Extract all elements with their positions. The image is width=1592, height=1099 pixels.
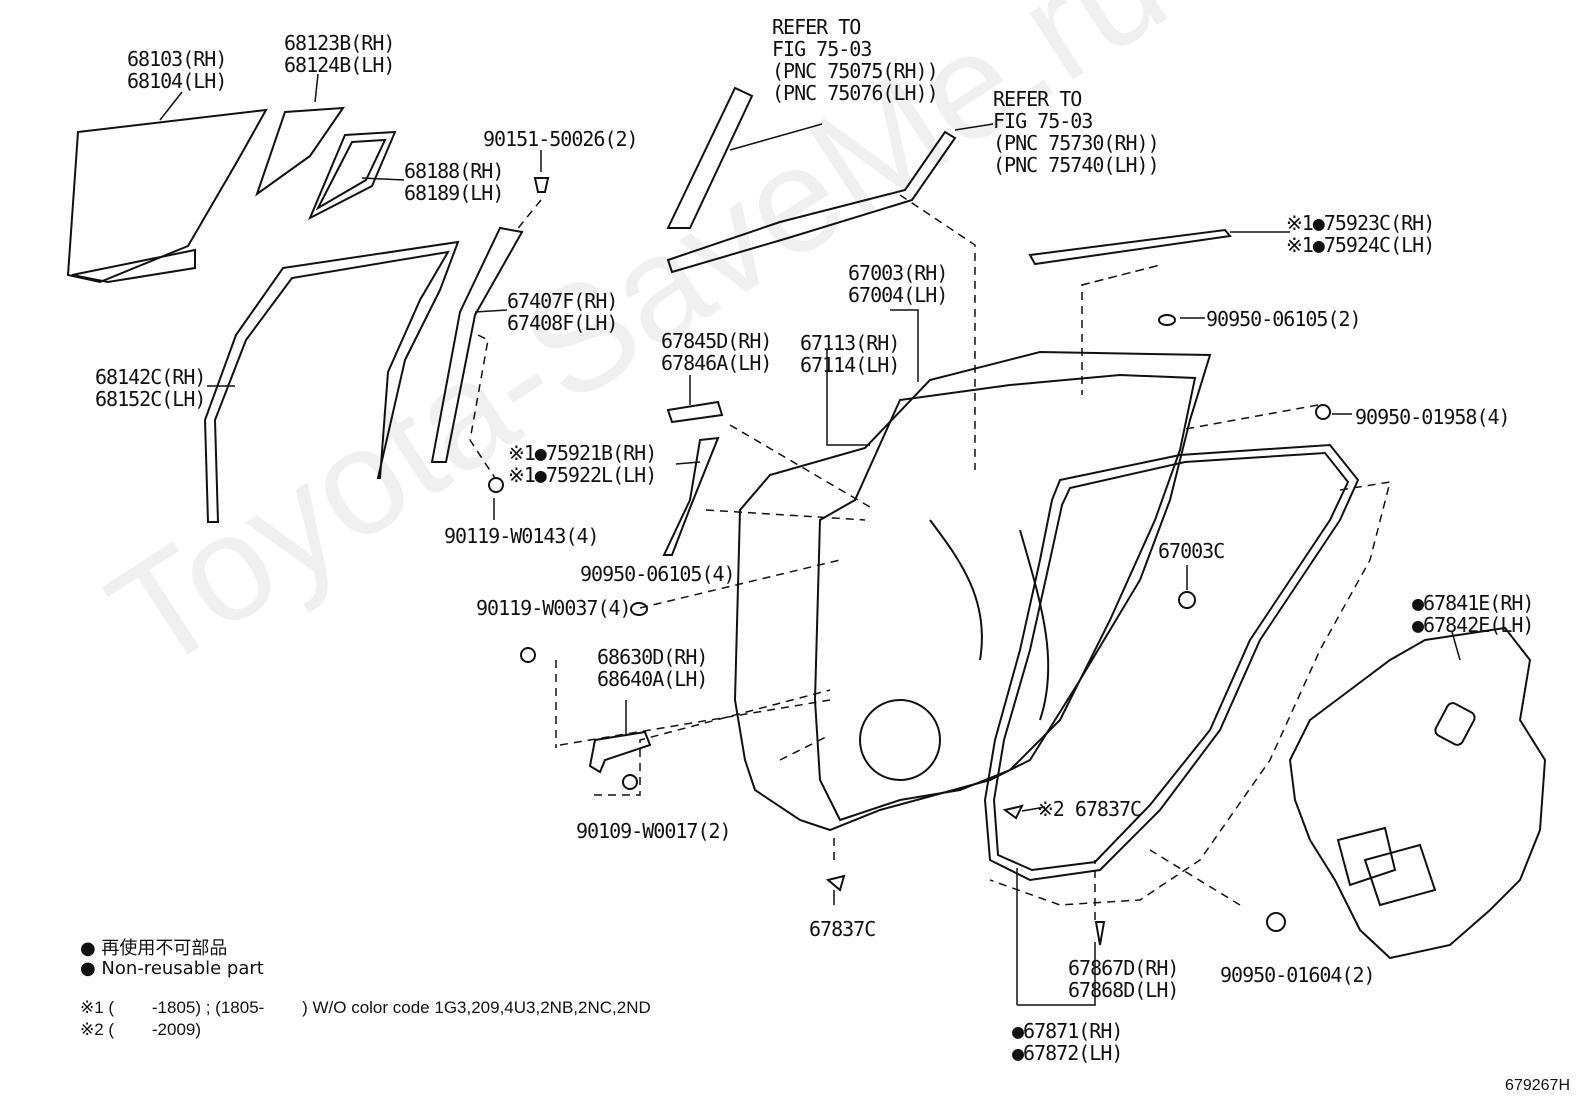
refer-fig: FIG 75-03 — [772, 37, 872, 61]
refer-block-upper-moulding: REFER TO FIG 75-03 (PNC 75075(RH)) (PNC … — [772, 15, 939, 105]
part-label-bolt-90119-w0143[interactable]: 90119-W0143(4) — [444, 524, 600, 548]
part-label-pillar-garnish[interactable]: ※1●75921B(RH) ※1●75922L(LH) — [508, 441, 657, 487]
part-label-bolt-90109-w0017[interactable]: 90109-W0017(2) — [576, 819, 732, 843]
refer-pnc-lh: (PNC 75740(LH)) — [993, 153, 1160, 177]
quarter-glass-shape — [255, 106, 345, 197]
refer-fig: FIG 75-03 — [993, 109, 1093, 133]
part-label-67003c[interactable]: 67003C — [1158, 539, 1225, 563]
door-inner-shape — [813, 373, 1197, 822]
upper-moulding-shape — [1028, 228, 1232, 266]
belt-moulding-shape — [666, 130, 957, 274]
check-bracket-shape — [666, 400, 724, 424]
part-label-clip-90950-01604[interactable]: 90950-01604(2) — [1220, 963, 1376, 987]
part-label-screw-90151[interactable]: 90151-50026(2) — [483, 127, 639, 151]
refer-block-belt-moulding: REFER TO FIG 75-03 (PNC 75730(RH)) (PNC … — [993, 87, 1160, 177]
part-label-hinge[interactable]: 68630D(RH) 68640A(LH) — [597, 645, 708, 691]
part-label-run-channel[interactable]: 68142C(RH) 68152C(LH) — [95, 365, 206, 411]
speaker-hole-shape — [859, 699, 941, 781]
part-label-center-frame[interactable]: 67407F(RH) 67408F(LH) — [507, 289, 618, 335]
hinge-shape — [588, 730, 652, 774]
part-label-door-assy[interactable]: 67003(RH) 67004(LH) — [848, 261, 948, 307]
glass-channel-shape — [71, 248, 196, 284]
refer-text: REFER TO — [993, 87, 1082, 111]
quarter-seal-shape — [308, 130, 397, 221]
part-label-weatherstrip[interactable]: ●67871(RH) ●67872(LH) — [1012, 1019, 1123, 1065]
service-hole-cover-shape — [1288, 626, 1547, 960]
part-label-clip-90950-01958[interactable]: 90950-01958(4) — [1355, 405, 1511, 429]
part-label-check[interactable]: 67845D(RH) 67846A(LH) — [661, 329, 772, 375]
refer-text: REFER TO — [772, 15, 861, 39]
part-label-door-panel[interactable]: 67113(RH) 67114(LH) — [800, 331, 900, 377]
part-label-clip-90950-06105-2[interactable]: 90950-06105(2) — [1206, 307, 1362, 331]
legend-jp: ● 再使用不可部品 — [80, 938, 228, 959]
figure-code: 679267H — [1505, 1077, 1570, 1094]
refer-pnc-rh: (PNC 75075(RH)) — [772, 59, 939, 83]
legend-en: ● Non-reusable part — [80, 958, 264, 979]
refer-pnc-rh: (PNC 75730(RH)) — [993, 131, 1160, 155]
part-label-clip-90950-06105-4[interactable]: 90950-06105(4) — [580, 562, 736, 586]
part-label-quarter-glass[interactable]: 68123B(RH) 68124B(LH) — [284, 31, 395, 77]
part-label-67867d[interactable]: 67867D(RH) 67868D(LH) — [1068, 956, 1179, 1002]
center-frame-shape — [430, 226, 524, 463]
part-label-quarter-seal[interactable]: 68188(RH) 68189(LH) — [404, 159, 504, 205]
part-label-door-glass[interactable]: 68103(RH) 68104(LH) — [127, 47, 227, 93]
part-label-upper-moulding[interactable]: ※1●75923C(RH) ※1●75924C(LH) — [1286, 211, 1435, 257]
run-channel-shape — [203, 240, 460, 523]
note-1: ※1 ( -1805) ; (1805- ) W/O color code 1G… — [80, 998, 651, 1017]
refer-pnc-lh: (PNC 75076(LH)) — [772, 81, 939, 105]
part-label-bolt-90119-w0037[interactable]: 90119-W0037(4) — [476, 596, 632, 620]
weatherstrip-shape — [983, 443, 1360, 882]
door-glass-shape — [66, 108, 268, 284]
part-label-67837c[interactable]: 67837C — [809, 917, 876, 941]
part-label-service-hole-cover[interactable]: ●67841E(RH) ●67842E(LH) — [1412, 591, 1534, 637]
pillar-garnish-shape — [662, 436, 720, 556]
part-label-67837c-note2[interactable]: ※2 67837C — [1037, 797, 1142, 821]
note-2: ※2 ( -2009) — [80, 1020, 202, 1039]
